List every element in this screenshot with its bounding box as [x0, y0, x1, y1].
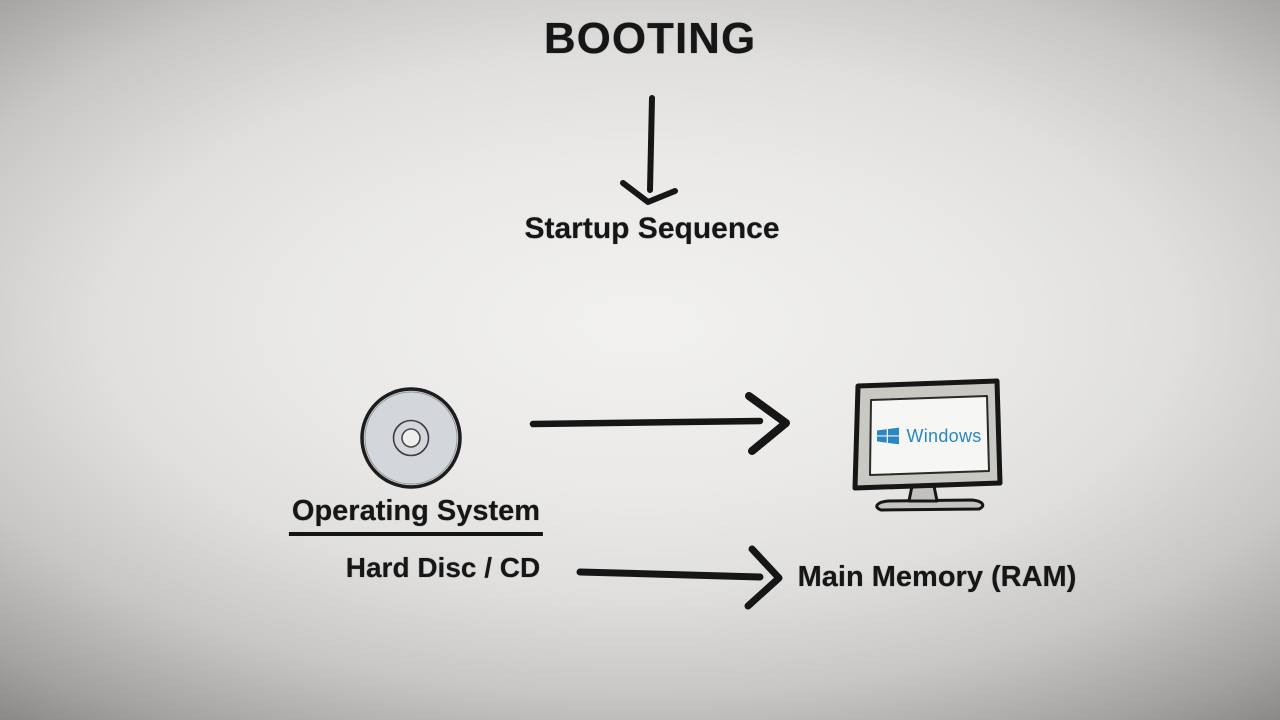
- right-arrow-icon: [529, 392, 790, 455]
- windows-monitor-icon: [852, 378, 1003, 512]
- windows-brand-label: Windows: [906, 426, 982, 446]
- monitor-screen: Windows: [870, 397, 989, 475]
- main-memory-ram-label: Main Memory (RAM): [797, 561, 1077, 593]
- operating-system-label: Operating System: [288, 497, 544, 536]
- cd-disc-icon: [360, 387, 462, 489]
- right-arrow-icon: [576, 545, 783, 610]
- windows-flag-icon: [877, 427, 900, 445]
- down-arrow-icon: [620, 95, 678, 205]
- startup-sequence-label: Startup Sequence: [524, 212, 780, 245]
- operating-system-text: Operating System: [288, 497, 544, 536]
- hard-disc-cd-label: Hard Disc / CD: [345, 552, 541, 583]
- diagram-title: BOOTING: [543, 14, 757, 63]
